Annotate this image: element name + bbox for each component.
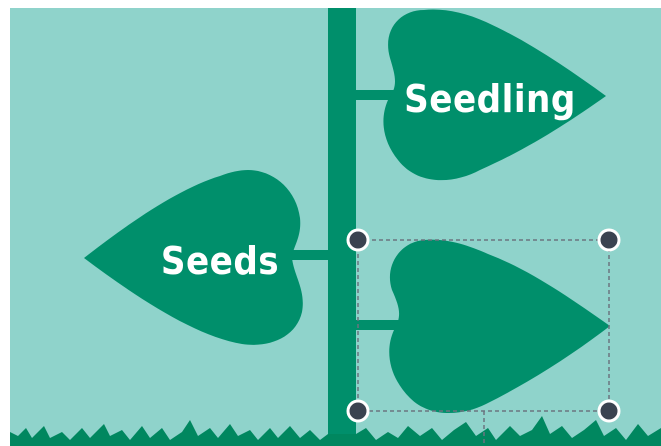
slide[interactable]: Seedling Seeds xyxy=(10,8,661,446)
resize-handle-top-right[interactable] xyxy=(599,230,619,250)
leaf-label-seeds: Seeds xyxy=(161,239,279,283)
resize-handle-bottom-right[interactable] xyxy=(599,401,619,421)
leaf-label-seedling: Seedling xyxy=(404,77,576,121)
resize-handle-top-left[interactable] xyxy=(348,230,368,250)
plant-stem xyxy=(328,8,356,446)
slide-graphic: Seedling Seeds xyxy=(10,8,661,446)
resize-handle-bottom-left[interactable] xyxy=(348,401,368,421)
